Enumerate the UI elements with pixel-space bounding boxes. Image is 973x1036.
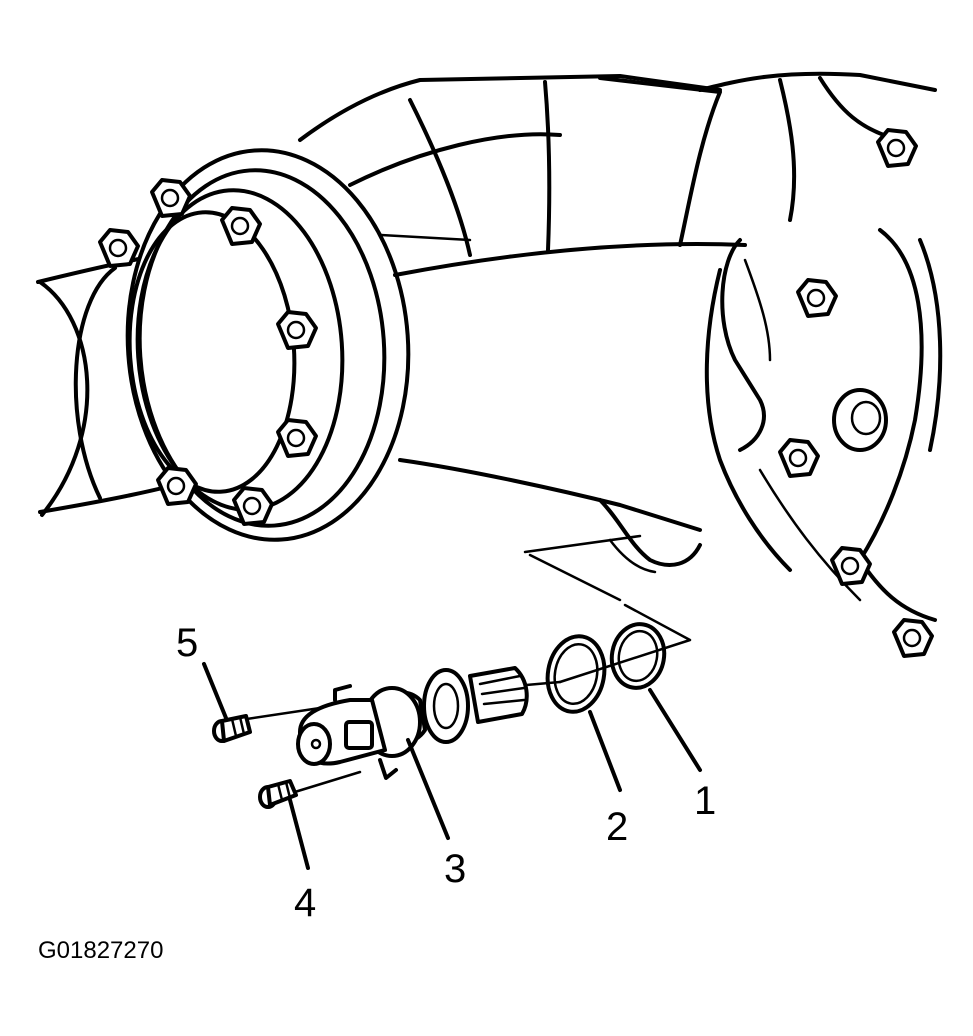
flange-bolt (150, 178, 192, 218)
flange-bolts (98, 178, 318, 526)
housing-bolt (830, 546, 872, 586)
figure-id: G01827270 (38, 937, 163, 964)
housing-bolt (892, 618, 934, 658)
callout-1: 1 (694, 779, 716, 823)
leader-3 (406, 738, 450, 840)
leader-2 (588, 710, 622, 792)
leader-1 (648, 688, 702, 772)
flange-bolt (220, 206, 262, 246)
callout-2: 2 (606, 805, 628, 849)
flange-bolt (156, 466, 198, 506)
housing-plug (832, 388, 888, 452)
axle-housing-arm (298, 74, 747, 532)
leader-5 (202, 662, 228, 720)
o-ring-2 (545, 634, 607, 714)
flange-bolt (276, 418, 318, 458)
housing-bolt (796, 278, 838, 318)
bolt-4 (258, 779, 298, 809)
leader-lines (202, 662, 702, 870)
callout-5: 5 (176, 621, 198, 665)
callout-3: 3 (444, 847, 466, 891)
o-ring-1 (609, 622, 667, 690)
flange-bolt (232, 486, 274, 526)
housing-bolt (778, 438, 820, 478)
housing-bolt (876, 128, 918, 168)
actuator-assembly (296, 666, 529, 780)
callout-4: 4 (294, 881, 316, 925)
bolt-5 (212, 714, 252, 743)
flange-bolt (276, 310, 318, 350)
flange-bolt (98, 228, 140, 268)
leader-4 (288, 798, 310, 870)
differential-bolts (778, 128, 934, 658)
